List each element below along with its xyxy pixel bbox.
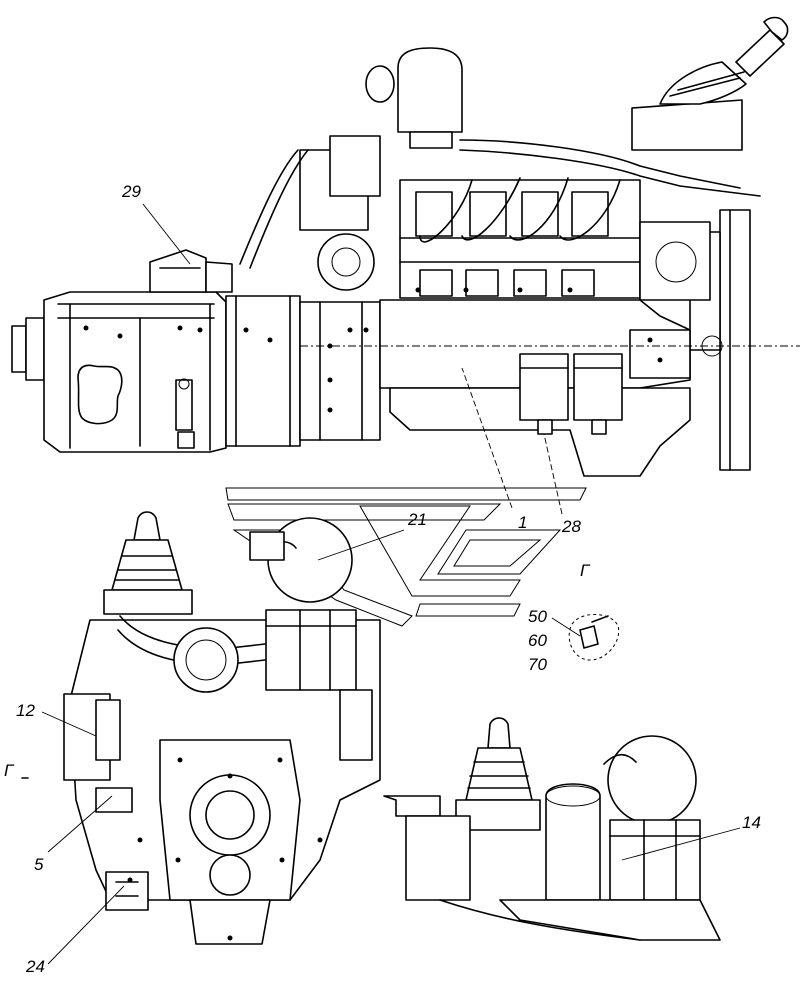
view-label-top: Г bbox=[580, 561, 590, 580]
callout-14: 14 bbox=[742, 813, 761, 832]
detail-g-bolt bbox=[568, 614, 620, 661]
view-label-left: Г bbox=[4, 761, 14, 780]
callout-50: 50 bbox=[528, 607, 547, 626]
side-view-engine bbox=[11, 16, 789, 477]
leader-50 bbox=[551, 617, 581, 637]
callout-29: 29 bbox=[122, 182, 141, 201]
leader-5 bbox=[47, 795, 113, 853]
leader-12 bbox=[41, 711, 97, 737]
callout-60: 60 bbox=[528, 631, 547, 650]
bolt-dots-side bbox=[83, 287, 663, 413]
leader-lines bbox=[41, 203, 741, 965]
view-arrow-g bbox=[225, 487, 587, 627]
callout-70: 70 bbox=[528, 655, 547, 674]
leader-29 bbox=[142, 203, 191, 265]
callout-24: 24 bbox=[26, 957, 45, 976]
callout-1: 1 bbox=[518, 513, 528, 532]
leader-24 bbox=[47, 885, 125, 965]
callout-28: 28 bbox=[562, 517, 581, 536]
valve-covers bbox=[415, 191, 609, 237]
callout-5: 5 bbox=[34, 855, 44, 874]
leader-28 bbox=[543, 433, 563, 515]
bolt-dots-front bbox=[127, 757, 323, 941]
partial-view-engine bbox=[383, 717, 721, 941]
callout-21: 21 bbox=[408, 510, 427, 529]
leader-14 bbox=[621, 827, 741, 861]
front-view-engine bbox=[63, 511, 381, 945]
leader-1 bbox=[461, 367, 513, 509]
leader-21 bbox=[317, 529, 405, 561]
callout-12: 12 bbox=[16, 701, 35, 720]
